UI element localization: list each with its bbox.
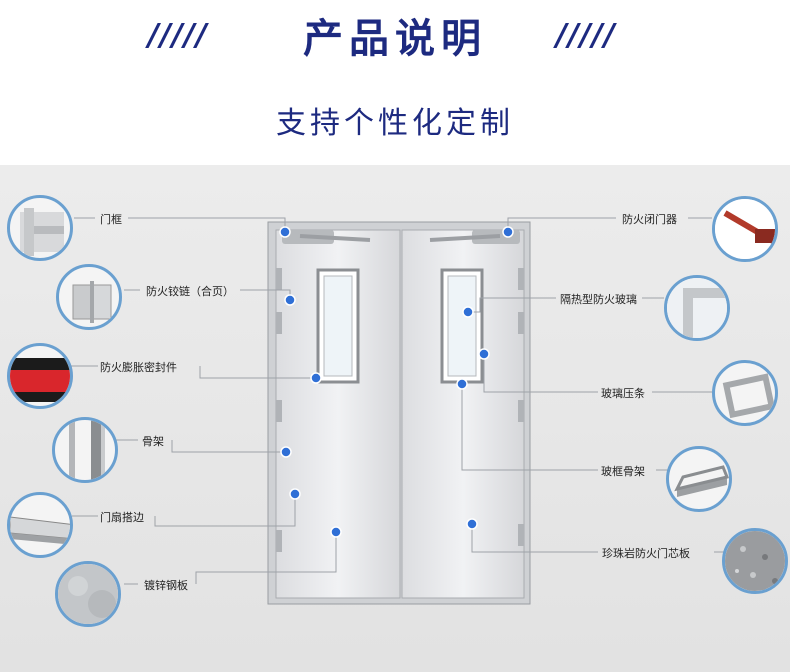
detail-lap-edge-image: [7, 492, 73, 558]
marker-skeleton: [280, 446, 292, 458]
marker-core-board: [466, 518, 478, 530]
detail-closer-image: [712, 196, 778, 262]
header: ///// 产品说明 ///// 支持个性化定制: [0, 0, 790, 165]
label-lap-edge: 门扇搭边: [100, 511, 144, 524]
detail-core-board-image: [722, 528, 788, 594]
decorative-slashes-right: /////: [556, 18, 616, 53]
detail-seal-image: [7, 343, 73, 409]
detail-glass-image: [664, 275, 730, 341]
decorative-slashes-left: /////: [148, 18, 208, 53]
detail-frame-image: [7, 195, 73, 261]
label-glass: 隔热型防火玻璃: [560, 293, 637, 306]
page-subtitle: 支持个性化定制: [276, 106, 514, 141]
label-seal: 防火膨胀密封件: [100, 361, 177, 374]
label-core-board: 珍珠岩防火门芯板: [602, 547, 690, 560]
marker-group: [279, 226, 514, 538]
marker-glass: [462, 306, 474, 318]
label-glass-frame: 玻框骨架: [601, 465, 645, 478]
detail-hinge-image: [56, 264, 122, 330]
label-steel-plate: 镀锌钢板: [144, 579, 188, 592]
label-closer: 防火闭门器: [622, 213, 677, 226]
detail-steel-plate-image: [55, 561, 121, 627]
marker-glass-frame: [456, 378, 468, 390]
label-glass-bead: 玻璃压条: [601, 387, 645, 400]
detail-glass-bead-image: [712, 360, 778, 426]
marker-lap-edge: [289, 488, 301, 500]
page-title: 产品说明: [303, 16, 487, 62]
detail-glass-frame-image: [666, 446, 732, 512]
marker-closer: [502, 226, 514, 238]
label-frame: 门框: [100, 213, 122, 226]
label-skeleton: 骨架: [142, 435, 164, 448]
marker-seal: [310, 372, 322, 384]
marker-glass-bead: [478, 348, 490, 360]
marker-hinge: [284, 294, 296, 306]
marker-frame: [279, 226, 291, 238]
door-leaf-right: [401, 229, 525, 599]
detail-skeleton-image: [52, 417, 118, 483]
label-hinge: 防火铰链（合页）: [146, 285, 234, 298]
marker-steel-plate: [330, 526, 342, 538]
